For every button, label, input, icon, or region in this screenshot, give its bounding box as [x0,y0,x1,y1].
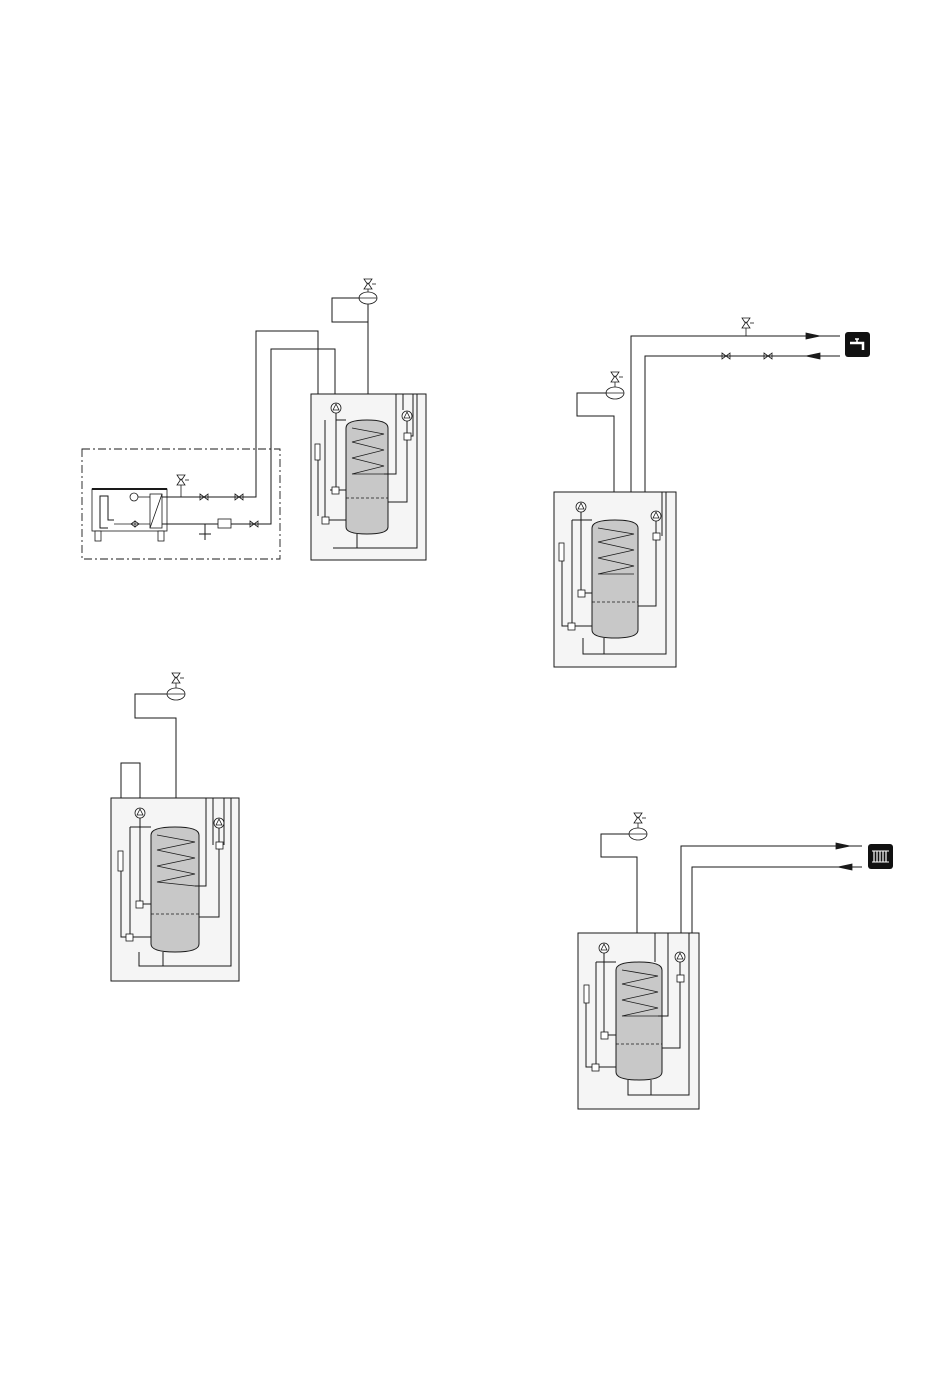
expansion-vessel-icon [629,813,647,840]
diagram-heating-system [578,813,893,1109]
electric-heater-icon [584,985,589,1003]
electric-heater-icon [315,444,320,460]
electric-heater-icon [118,851,123,871]
air-vent-icon [177,475,189,497]
diagram-basic-module [111,673,239,981]
tank [346,420,388,534]
diagram-hot-water-system [554,318,870,667]
air-vent-icon [742,318,754,336]
diagram-outdoor-unit-system [82,279,426,560]
tank [592,520,638,638]
expansion-vessel-icon [167,673,185,700]
tank [616,962,662,1080]
filter-icon [218,519,231,528]
radiator-icon [868,844,893,869]
heat-pump-outdoor-unit-icon [92,489,167,541]
expansion-vessel-icon [359,279,377,304]
tap-icon [845,332,870,357]
expansion-vessel-icon [606,372,624,399]
tank [151,827,199,952]
electric-heater-icon [559,543,564,561]
